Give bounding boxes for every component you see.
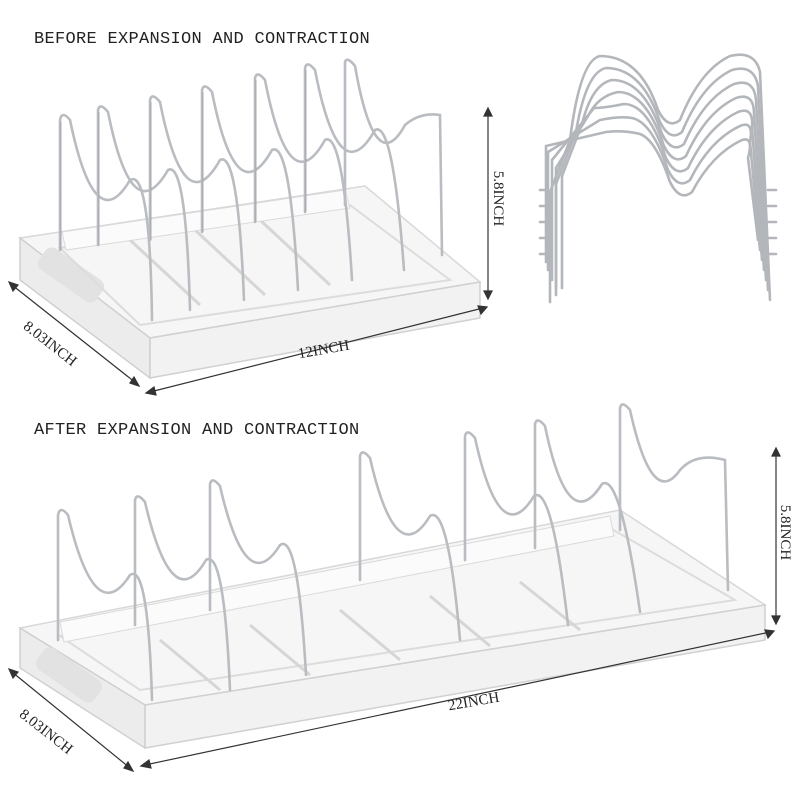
before-label: BEFORE EXPANSION AND CONTRACTION [34, 30, 371, 49]
dimension-lines-before [7, 106, 493, 396]
after-label: AFTER EXPANSION AND CONTRACTION [34, 421, 360, 440]
rack-before [18, 58, 482, 380]
rack-after [17, 403, 768, 750]
dimension-lines-after [7, 446, 781, 773]
before-height-label: 5.8INCH [490, 170, 507, 227]
after-height-label: 5.8INCH [777, 504, 794, 561]
wire-divider-side-view [538, 53, 778, 304]
